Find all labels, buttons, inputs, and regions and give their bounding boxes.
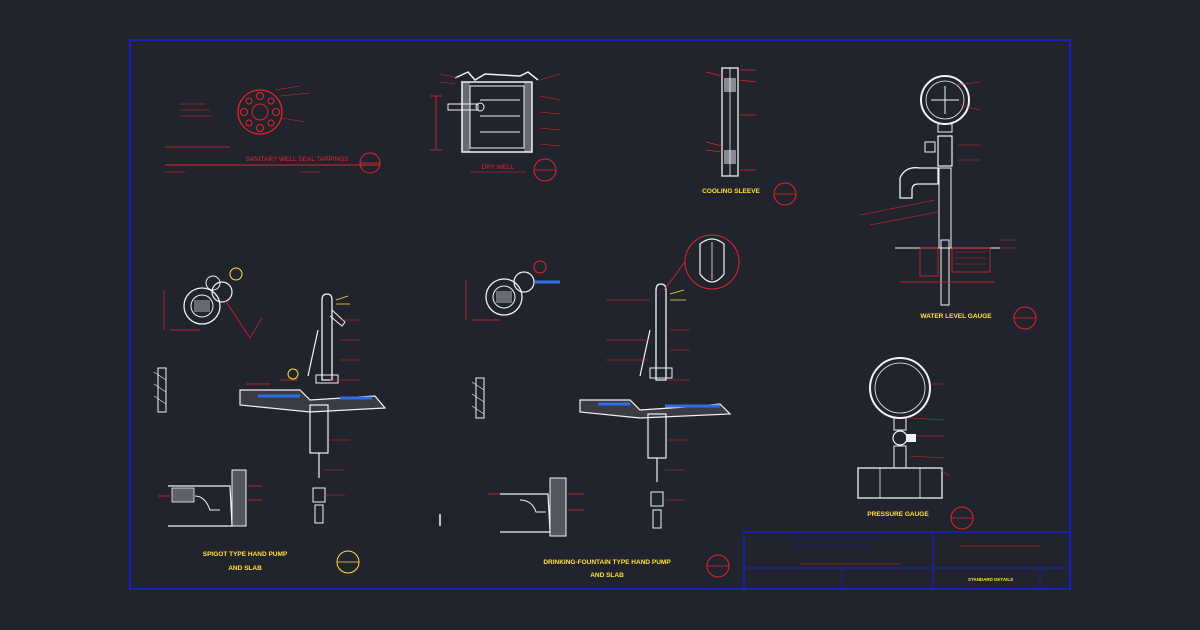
detail-dry-well: DRY WELL: [430, 71, 561, 182]
detail-title: WATER LEVEL GAUGE: [920, 313, 992, 320]
title-block: STANDARD DETAILS: [743, 531, 1071, 590]
detail-fountain-hand-pump: DRINKING-FOUNTAIN TYPE HAND PUMP AND SLA…: [439, 234, 740, 579]
detail-pressure-gauge: PRESSURE GAUGE: [857, 357, 974, 530]
detail-water-level-gauge: WATER LEVEL GAUGE: [859, 75, 1037, 330]
detail-title: PRESSURE GAUGE: [867, 511, 929, 518]
detail-title: DRY WELL: [482, 164, 515, 171]
detail-title: COOLING SLEEVE: [702, 188, 760, 195]
detail-title: DRINKING-FOUNTAIN TYPE HAND PUMP: [543, 559, 671, 566]
detail-title-line2: AND SLAB: [590, 572, 624, 579]
detail-spigot-hand-pump: SPIGOT TYPE HAND PUMP AND SLAB: [153, 267, 387, 574]
sheet-border: [129, 39, 1071, 590]
detail-title: SANITARY WELL SEAL TAPPINGS: [245, 156, 349, 163]
sheet-title: STANDARD DETAILS: [968, 577, 1013, 582]
detail-title: SPIGOT TYPE HAND PUMP: [203, 551, 288, 558]
detail-title-line2: AND SLAB: [228, 565, 262, 572]
detail-sanitary-well-seal: SANITARY WELL SEAL TAPPINGS: [165, 85, 381, 174]
detail-cooling-sleeve: COOLING SLEEVE: [702, 67, 797, 206]
